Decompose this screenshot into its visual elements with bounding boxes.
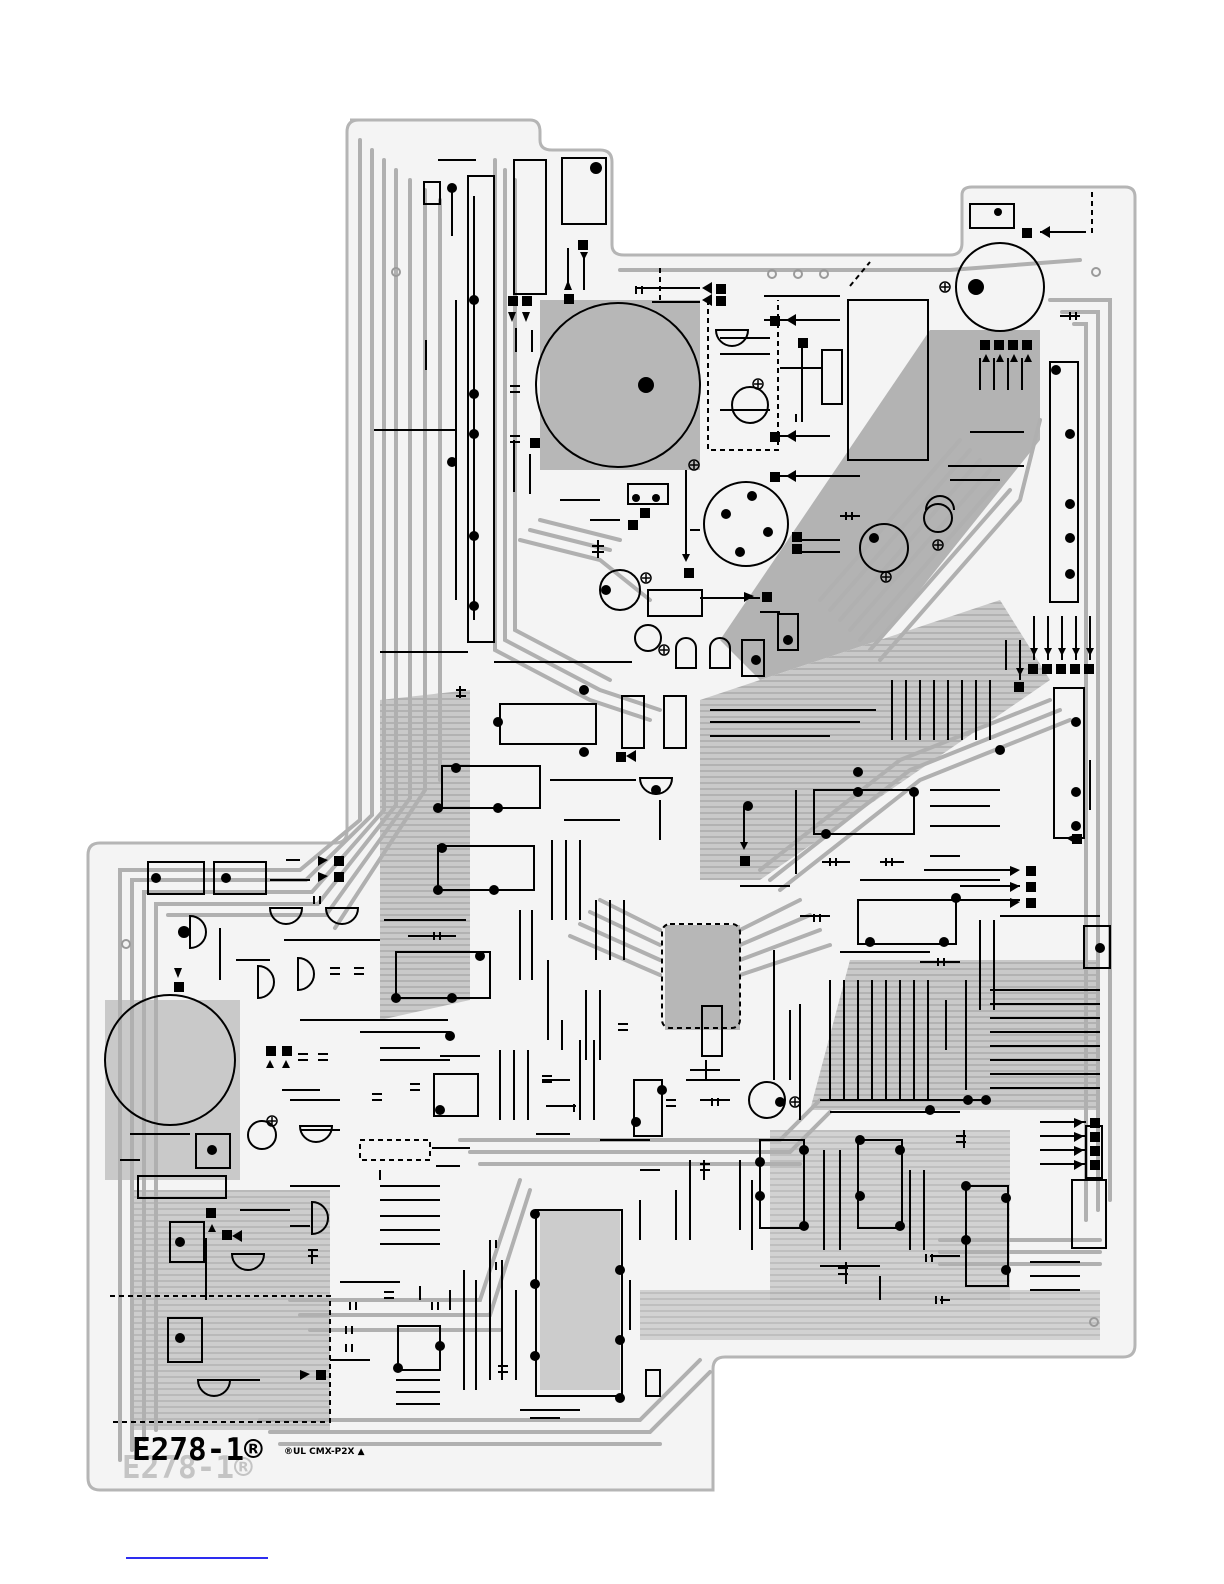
board-label: E278-1® bbox=[132, 1432, 263, 1468]
board-marking: ®UL CMX-P2X ▲ bbox=[284, 1447, 365, 1457]
